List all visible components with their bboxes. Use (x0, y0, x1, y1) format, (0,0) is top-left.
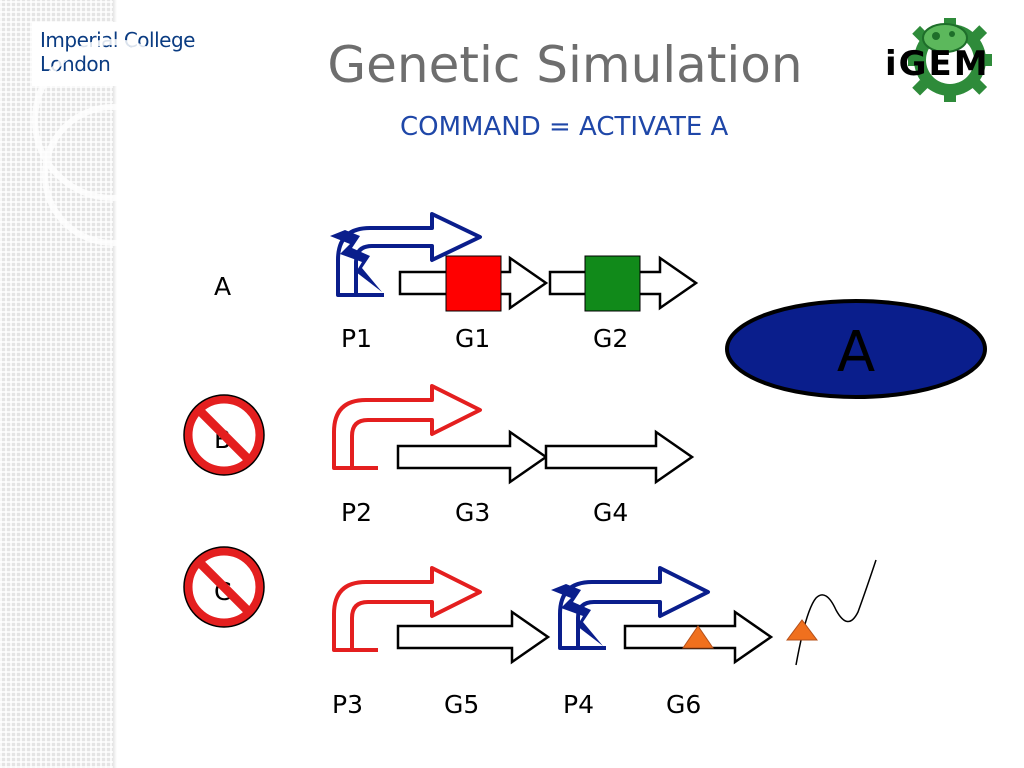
gene-g1 (398, 255, 549, 312)
sidebar-arcs (32, 39, 194, 246)
protein-label: A (837, 320, 875, 385)
sidebar-shadow (113, 0, 117, 768)
gene-g3 (396, 429, 549, 485)
input-label-a: A (214, 272, 231, 301)
label-g5: G5 (444, 690, 480, 719)
label-g2: G2 (593, 324, 629, 353)
gene-g2 (548, 255, 699, 312)
promoter-p4 (551, 566, 710, 650)
igem-logo-text: iGEM (885, 44, 990, 84)
no-entry-icon (183, 394, 265, 476)
command-subtitle: COMMAND = ACTIVATE A (400, 112, 729, 142)
output-product-triangle (786, 619, 818, 641)
g1-product-block (445, 255, 502, 312)
g6-product-triangle (682, 625, 714, 649)
imperial-college-logo: Imperial College London (32, 22, 202, 86)
label-g1: G1 (455, 324, 491, 353)
promoter-p1 (330, 212, 482, 297)
label-p2: P2 (341, 498, 372, 527)
label-g4: G4 (593, 498, 629, 527)
g2-product-block (584, 255, 641, 312)
label-p1: P1 (341, 324, 372, 353)
slide-title: Genetic Simulation (327, 36, 803, 94)
output-signal (786, 559, 877, 666)
gene-g6 (623, 609, 774, 665)
no-entry-icon (183, 546, 265, 628)
label-p4: P4 (563, 690, 594, 719)
activation-bolt-icon (551, 584, 603, 646)
label-g6: G6 (666, 690, 702, 719)
label-p3: P3 (332, 690, 363, 719)
decorative-sidebar (0, 0, 113, 768)
promoter-p2 (332, 384, 482, 470)
activation-bolt-icon (330, 230, 382, 292)
gene-g4 (544, 429, 695, 485)
protein-a: A (725, 299, 987, 399)
label-g3: G3 (455, 498, 491, 527)
gene-g5 (396, 609, 551, 665)
promoter-p3 (332, 566, 482, 652)
